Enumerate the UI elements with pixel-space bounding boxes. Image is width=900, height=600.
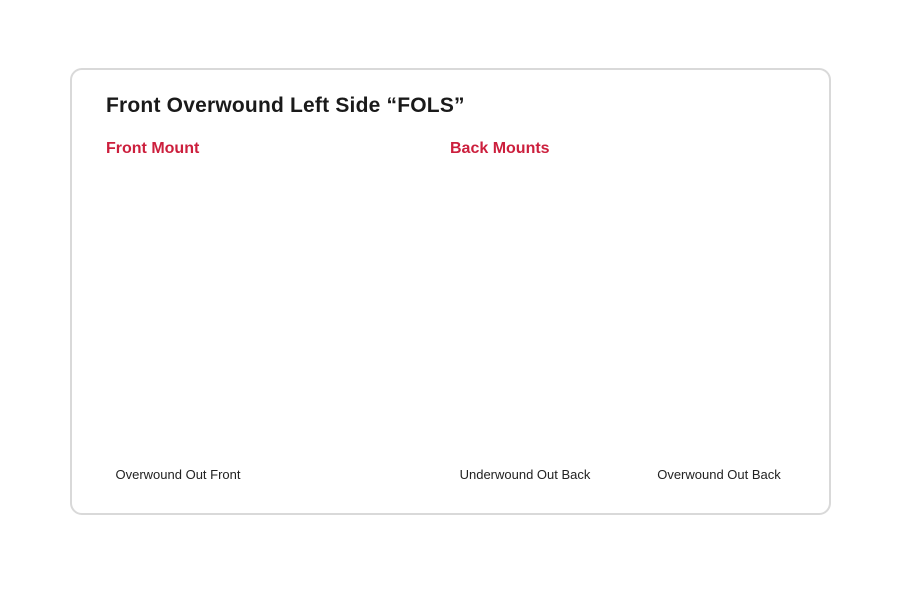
caption-overwound-out-back: Overwound Out Back: [657, 467, 781, 482]
diagram-text-layer: Front Overwound Left Side “FOLS” Front M…: [70, 68, 831, 515]
section-back-mounts: Back Mounts: [450, 140, 550, 157]
diagram-card: [70, 68, 831, 515]
diagram-title: Front Overwound Left Side “FOLS”: [106, 94, 465, 117]
section-front-mount: Front Mount: [106, 140, 200, 157]
caption-overwound-out-front: Overwound Out Front: [115, 467, 241, 482]
caption-underwound-out-back: Underwound Out Back: [459, 467, 591, 482]
